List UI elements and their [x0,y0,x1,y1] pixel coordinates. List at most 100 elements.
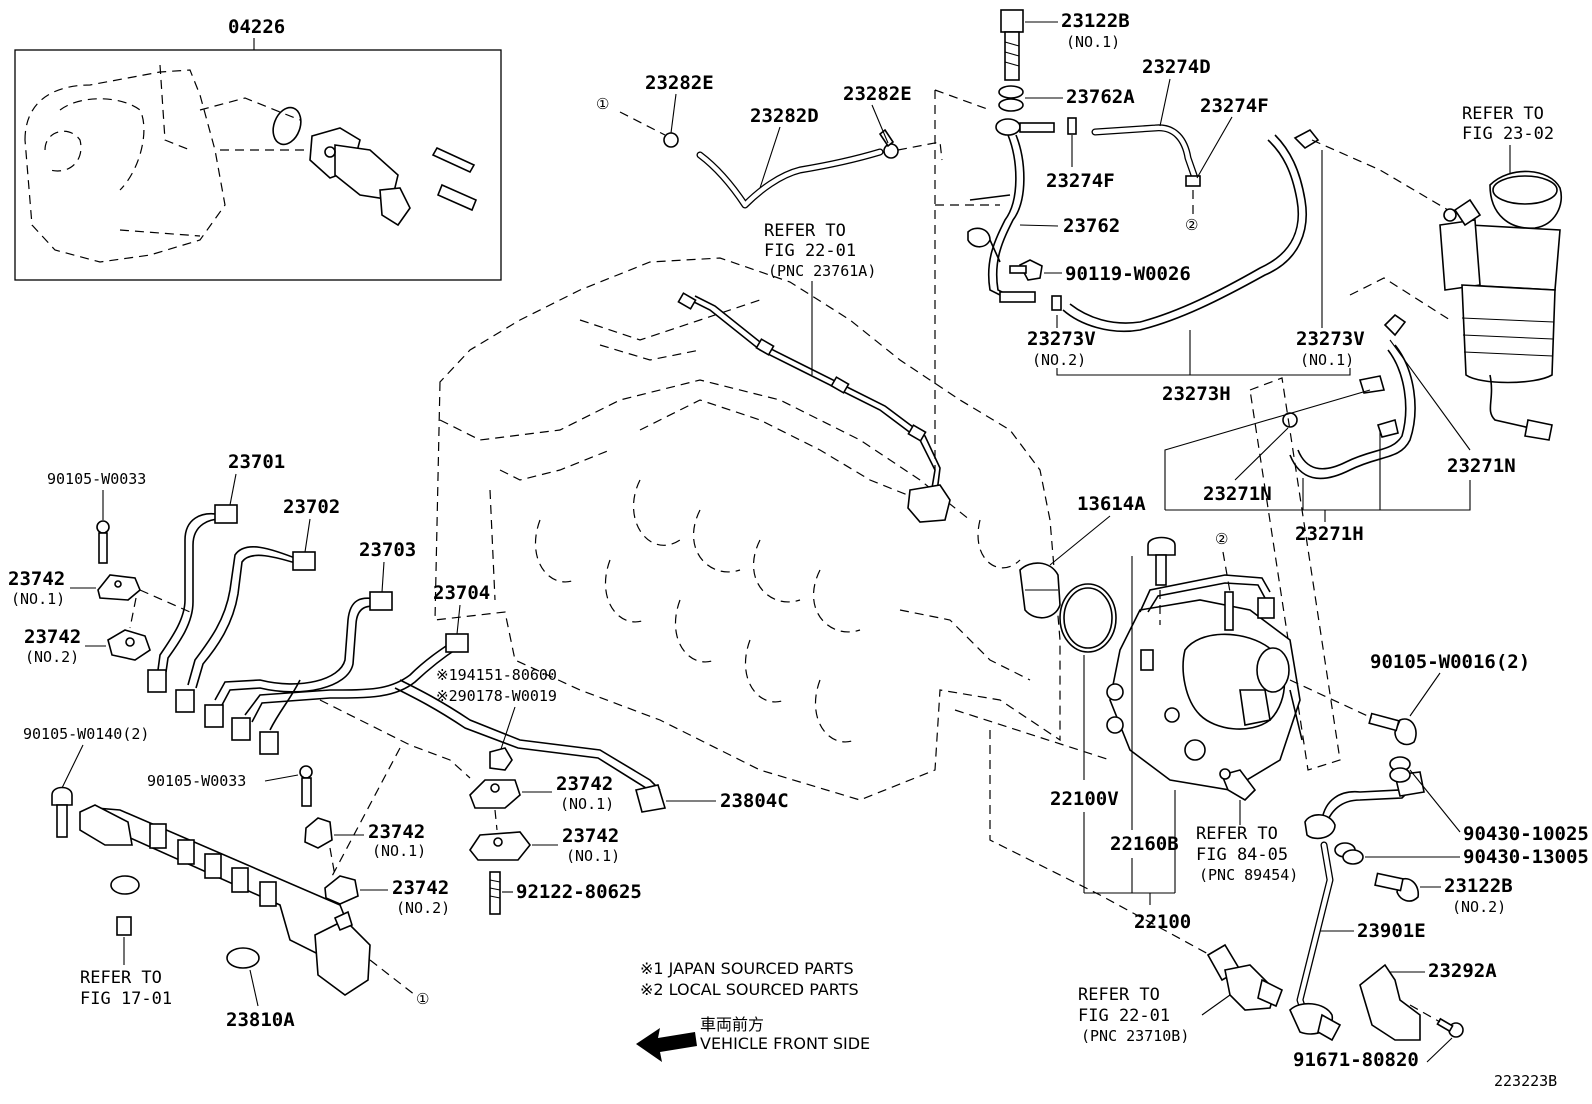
label-23703[interactable]: 23703 [359,539,416,561]
label-23273V-1-sub[interactable]: (NO.1) [1300,351,1354,369]
label-23762[interactable]: 23762 [1063,215,1120,237]
label-23742-1[interactable]: 23742 [8,568,65,590]
ref-fig8405-line1[interactable]: REFER TO [1196,824,1278,844]
label-23742-6[interactable]: 23742 [392,877,449,899]
nut-icon [489,747,513,771]
label-13614A[interactable]: 13614A [1077,493,1146,515]
bolt-90105-w0016-icon [1368,712,1417,746]
label-23274F-a[interactable]: 23274F [1200,95,1269,117]
label-22100V[interactable]: 22100V [1050,788,1119,810]
label-90105-W0140[interactable]: 90105-W0140(2) [23,725,149,743]
label-23702[interactable]: 23702 [283,496,340,518]
pipe-23762-icon [967,118,1055,303]
label-23701[interactable]: 23701 [228,451,285,473]
label-23282E-b[interactable]: 23282E [843,83,912,105]
label-23292A[interactable]: 23292A [1428,960,1497,982]
pipe-23901e-icon [1289,771,1425,1042]
label-23282D[interactable]: 23282D [750,105,819,127]
ref-fig8405-line3[interactable]: (PNC 89454) [1199,866,1298,884]
gasket-23762a-icon [998,85,1024,112]
plug-17-01-icon [116,916,132,936]
bolt-90105-w0033-b-icon [299,765,313,807]
marker-1-top[interactable]: ① [596,95,609,113]
ref-fig2201-line1[interactable]: REFER TO [764,221,846,241]
label-90119[interactable]: 90119-W0026 [1065,263,1191,285]
drawing-id[interactable]: 223223B [1494,1072,1557,1090]
label-23282E-a[interactable]: 23282E [645,72,714,94]
injector-23710b-icon [1206,943,1284,1011]
label-23742-3[interactable]: 23742 [368,821,425,843]
label-23742-4[interactable]: 23742 [556,773,613,795]
label-23273V-2-sub[interactable]: (NO.2) [1032,351,1086,369]
label-23804C[interactable]: 23804C [720,790,789,812]
label-90105-W0016[interactable]: 90105-W0016(2) [1370,651,1530,673]
label-23704[interactable]: 23704 [433,582,490,604]
hose-23271h-icon [1282,313,1416,480]
ref-fig2201-line2[interactable]: FIG 22-01 [764,241,856,261]
label-90105-W0033-a[interactable]: 90105-W0033 [47,470,146,488]
o-ring-icon [272,106,302,146]
label-23742-3-sub[interactable]: (NO.1) [372,842,426,860]
ref-fig2201b-line3[interactable]: (PNC 23710B) [1081,1027,1189,1045]
label-23742-1-sub[interactable]: (NO.1) [11,590,65,608]
suction-control-valve-icon [309,127,411,227]
marker-1-bottom[interactable]: ① [416,990,429,1008]
label-23122B-1-sub[interactable]: (NO.1) [1066,33,1120,51]
ref-fig2302-line2[interactable]: FIG 23-02 [1462,124,1554,144]
ref-fig2201-line3[interactable]: (PNC 23761A) [768,262,876,280]
inset-box-04226: 04226 [14,16,502,281]
ref-fig2302-line1[interactable]: REFER TO [1462,104,1544,124]
label-92122[interactable]: 92122-80625 [516,881,642,903]
note-local-sourced[interactable]: ※2 LOCAL SOURCED PARTS [640,980,859,999]
bolt-90119-icon [1009,259,1043,281]
label-23742-2[interactable]: 23742 [24,626,81,648]
label-23122B-2-sub[interactable]: (NO.2) [1452,898,1506,916]
ref-fig1701-line1[interactable]: REFER TO [80,968,162,988]
o-ring-22100v-icon [1059,583,1117,653]
label-23742-2-sub[interactable]: (NO.2) [25,648,79,666]
label-23122B-2[interactable]: 23122B [1444,875,1513,897]
hose-23282d-icon [663,128,899,209]
label-23742-4-sub[interactable]: (NO.1) [560,795,614,813]
stud-92122-icon [489,871,501,915]
label-23122B-1[interactable]: 23122B [1061,10,1130,32]
label-90430-10025[interactable]: 90430-10025 [1463,823,1589,845]
ref-fig8405-line2[interactable]: FIG 84-05 [1196,845,1288,865]
ref-fig2201b-line2[interactable]: FIG 22-01 [1078,1006,1170,1026]
label-23742-5-sub[interactable]: (NO.1) [566,847,620,865]
label-23271H[interactable]: 23271H [1295,523,1364,545]
bolt-91671-icon [1436,1017,1464,1038]
marker-2-a[interactable]: ② [1185,216,1198,234]
label-23274F-b[interactable]: 23274F [1046,170,1115,192]
label-90105-W0033-b[interactable]: 90105-W0033 [147,772,246,790]
label-23273V-1[interactable]: 23273V [1296,328,1365,350]
label-22160B[interactable]: 22160B [1110,833,1179,855]
label-23742-5[interactable]: 23742 [562,825,619,847]
label-23901E[interactable]: 23901E [1357,920,1426,942]
marker-2-b[interactable]: ② [1215,530,1228,548]
label-23762A[interactable]: 23762A [1066,86,1135,108]
label-23274D[interactable]: 23274D [1142,56,1211,78]
label-90430-13005[interactable]: 90430-13005 [1463,846,1589,868]
bolt-22160b-icon [1147,536,1176,586]
ref-fig1701-line2[interactable]: FIG 17-01 [80,989,172,1009]
label-23273V-2[interactable]: 23273V [1027,328,1096,350]
clamp-23742-no1-icon [97,574,141,601]
label-22100[interactable]: 22100 [1134,911,1191,933]
note-front-jp[interactable]: 車両前方 [700,1015,764,1034]
label-91671[interactable]: 91671-80820 [1293,1049,1419,1071]
label-23742-6-sub[interactable]: (NO.2) [396,899,450,917]
label-23810A[interactable]: 23810A [226,1009,295,1031]
gaskets-90430-icon [1334,756,1411,865]
note-front-en[interactable]: VEHICLE FRONT SIDE [700,1034,870,1053]
sensor-89454-icon [1219,768,1257,802]
label-04226[interactable]: 04226 [228,16,285,38]
ref-fig2201b-line1[interactable]: REFER TO [1078,985,1160,1005]
note-japan-sourced[interactable]: ※1 JAPAN SOURCED PARTS [640,959,854,978]
label-290178[interactable]: ※290178-W0019 [436,687,557,705]
engine-block-outline [434,257,1061,801]
label-23273H[interactable]: 23273H [1162,383,1231,405]
label-194151[interactable]: ※194151-80600 [436,666,557,684]
label-23271N-b[interactable]: 23271N [1447,455,1516,477]
label-23271N-a[interactable]: 23271N [1203,483,1272,505]
